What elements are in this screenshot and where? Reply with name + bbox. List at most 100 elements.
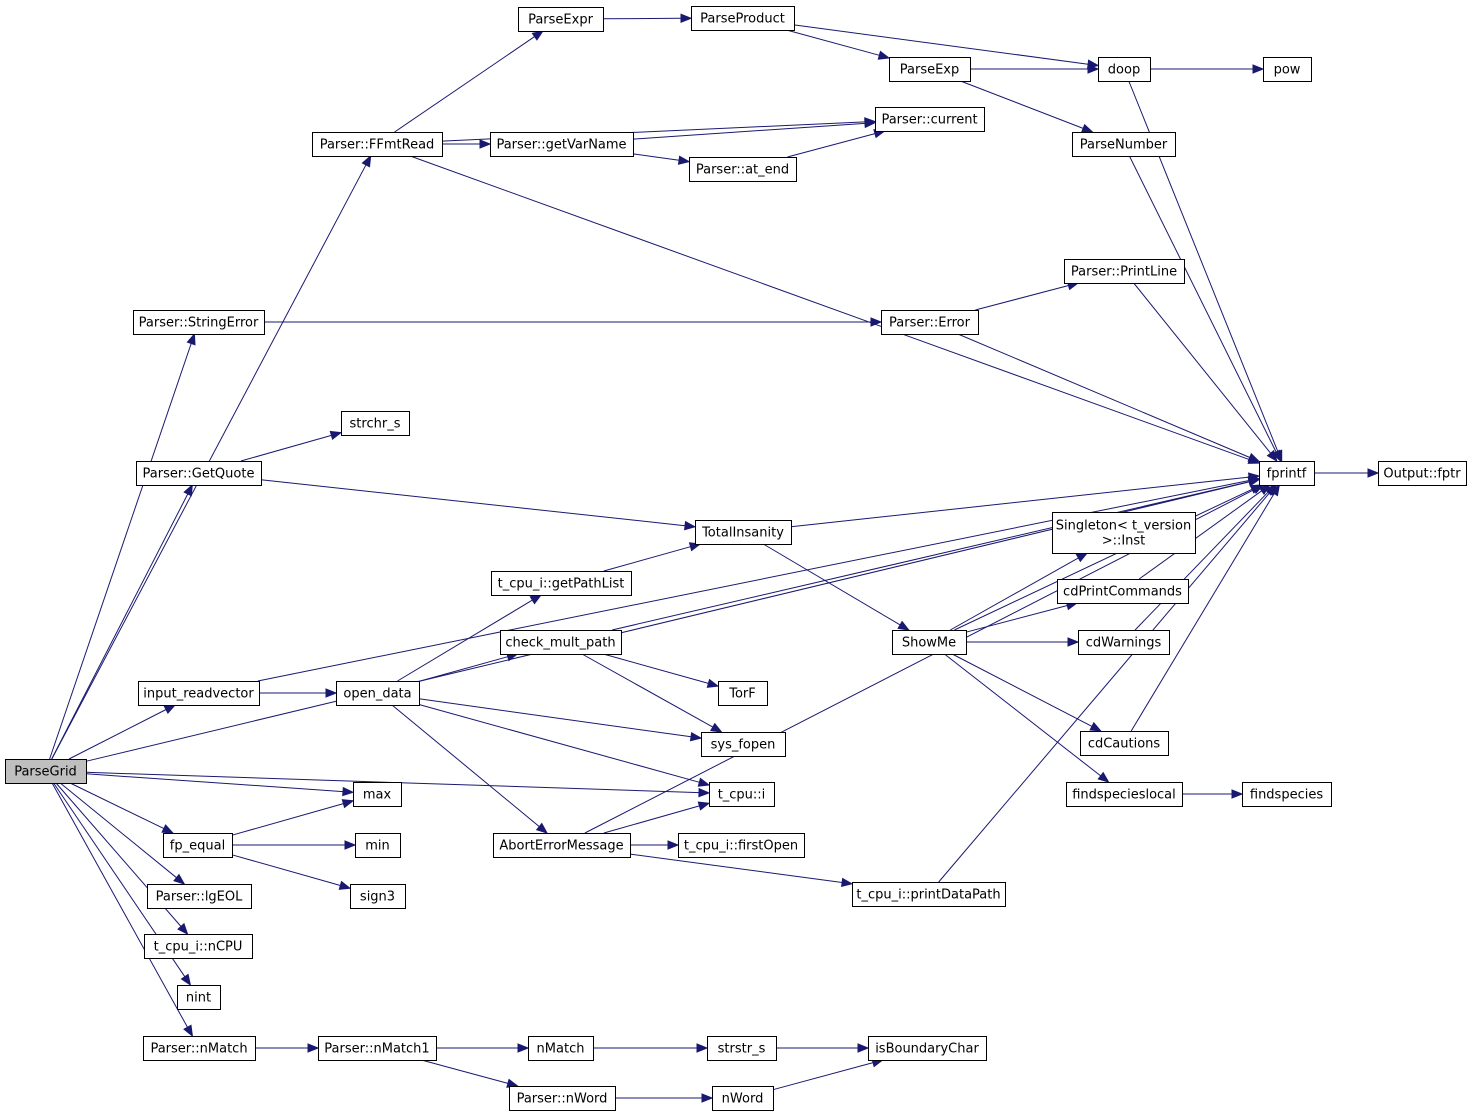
edge-getpathlist-to-totalinsanity — [603, 542, 702, 572]
node-nint[interactable]: nint — [177, 985, 221, 1010]
node-strstr-s[interactable]: strstr_s — [707, 1036, 777, 1061]
edge-parseexpr-to-parseproduct — [602, 13, 693, 24]
node-torf[interactable]: TorF — [718, 681, 768, 706]
node-firstopen[interactable]: t_cpu_i::firstOpen — [678, 833, 805, 858]
edge-error-to-fprintf — [957, 333, 1261, 462]
edge-parsegrid-to-lgeol — [59, 782, 186, 885]
node-input-readvector[interactable]: input_readvector — [138, 681, 260, 706]
node-box-nmatch — [528, 1036, 594, 1061]
node-box-fprintf — [1259, 461, 1315, 486]
node-label-min: min — [365, 839, 390, 854]
node-cdcautions[interactable]: cdCautions — [1080, 731, 1169, 756]
node-findspecieslocal[interactable]: findspecieslocal — [1066, 782, 1183, 807]
node-at-end[interactable]: Parser::at_end — [689, 157, 797, 182]
node-isboundarychar[interactable]: isBoundaryChar — [868, 1036, 987, 1061]
node-cdprintcommands[interactable]: cdPrintCommands — [1057, 579, 1189, 604]
node-getvarname[interactable]: Parser::getVarName — [490, 132, 634, 157]
node-strchr-s[interactable]: strchr_s — [341, 411, 410, 436]
node-box-ncpu — [144, 934, 253, 959]
node-label-parsenumber: ParseNumber — [1080, 138, 1168, 153]
node-printline[interactable]: Parser::PrintLine — [1064, 259, 1185, 284]
node-t-cpu-i[interactable]: t_cpu::i — [709, 782, 775, 807]
node-box-strstr-s — [707, 1036, 777, 1061]
node-ncpu[interactable]: t_cpu_i::nCPU — [144, 934, 253, 959]
node-box-min — [355, 833, 401, 858]
node-parseexpr[interactable]: ParseExpr — [518, 7, 604, 32]
node-cdwarnings[interactable]: cdWarnings — [1078, 630, 1170, 655]
node-parsegrid[interactable]: ParseGrid — [5, 759, 87, 784]
node-totalinsanity[interactable]: TotalInsanity — [695, 520, 792, 545]
node-printdatapath[interactable]: t_cpu_i::printDataPath — [852, 882, 1006, 907]
node-label-nmatch1: Parser::nMatch1 — [324, 1042, 429, 1057]
edge-input-readvector-to-open-data — [259, 688, 338, 698]
node-label-fprintf: fprintf — [1267, 467, 1307, 482]
node-check-mult-path[interactable]: check_mult_path — [500, 630, 622, 655]
node-box-nmatch1 — [318, 1036, 437, 1061]
node-box-cdcautions — [1080, 731, 1169, 756]
edge-totalinsanity-to-showme — [763, 543, 910, 631]
edge-open-data-to-sys-fopen — [418, 698, 703, 742]
node-fprintf[interactable]: fprintf — [1259, 461, 1315, 486]
node-doop[interactable]: doop — [1098, 57, 1151, 82]
node-label-nint: nint — [186, 991, 211, 1006]
node-label-printdatapath: t_cpu_i::printDataPath — [856, 888, 1000, 903]
node-label-t-cpu-i: t_cpu::i — [718, 788, 766, 803]
node-box-parseexpr — [518, 7, 604, 32]
node-label-output-fptr: Output::fptr — [1383, 467, 1461, 482]
node-label-firstopen: t_cpu_i::firstOpen — [684, 839, 798, 854]
node-output-fptr[interactable]: Output::fptr — [1378, 461, 1467, 486]
node-parseexp[interactable]: ParseExp — [889, 57, 971, 82]
node-error[interactable]: Parser::Error — [881, 310, 979, 335]
node-label-fp-equal: fp_equal — [170, 839, 225, 854]
node-lgeol[interactable]: Parser::lgEOL — [147, 884, 252, 909]
edge-parsegrid-to-nmatch-p — [51, 782, 194, 1038]
node-getquote[interactable]: Parser::GetQuote — [136, 461, 262, 486]
edge-parsegrid-to-stringerror — [49, 332, 196, 760]
node-sign3[interactable]: sign3 — [350, 884, 406, 909]
node-label-nmatch-p: Parser::nMatch — [150, 1042, 247, 1057]
node-pow[interactable]: pow — [1263, 57, 1312, 82]
node-findspecies[interactable]: findspecies — [1242, 782, 1332, 807]
node-singletoninst[interactable]: Singleton< t_version>::Inst — [1052, 512, 1196, 554]
edge-parsegrid-to-fp-equal — [69, 782, 175, 834]
edge-aborterrormessage-to-firstopen — [630, 840, 680, 850]
node-label-showme: ShowMe — [902, 636, 956, 651]
node-sys-fopen[interactable]: sys_fopen — [701, 732, 786, 757]
node-label-strstr-s: strstr_s — [718, 1042, 766, 1057]
node-stringerror[interactable]: Parser::StringError — [133, 310, 265, 335]
node-current[interactable]: Parser::current — [875, 107, 985, 132]
node-fp-equal[interactable]: fp_equal — [163, 833, 233, 858]
node-label-singletoninst-line2: >::Inst — [1102, 534, 1146, 549]
node-box-nint — [177, 985, 221, 1010]
node-aborterrormessage[interactable]: AbortErrorMessage — [493, 833, 631, 858]
node-box-parsenumber — [1072, 132, 1176, 157]
node-parsenumber[interactable]: ParseNumber — [1072, 132, 1176, 157]
node-box-sign3 — [350, 884, 406, 909]
node-box-cdwarnings — [1078, 630, 1170, 655]
node-ffmtread[interactable]: Parser::FFmtRead — [312, 132, 443, 157]
node-getpathlist[interactable]: t_cpu_i::getPathList — [491, 571, 632, 596]
node-nmatch-p[interactable]: Parser::nMatch — [143, 1036, 256, 1061]
node-nword[interactable]: nWord — [712, 1086, 774, 1111]
node-box-parseexp — [889, 57, 971, 82]
node-min[interactable]: min — [355, 833, 401, 858]
node-label-lgeol: Parser::lgEOL — [156, 890, 244, 905]
node-label-max: max — [363, 788, 392, 803]
edge-parseproduct-to-parseexp — [786, 29, 891, 60]
node-showme[interactable]: ShowMe — [892, 630, 967, 655]
node-nword-p[interactable]: Parser::nWord — [509, 1086, 616, 1111]
node-nmatch1[interactable]: Parser::nMatch1 — [318, 1036, 437, 1061]
node-box-strchr-s — [341, 411, 410, 436]
edge-check-mult-path-to-sys-fopen — [581, 653, 723, 733]
edge-parsegrid-to-max — [85, 773, 355, 797]
edge-showme-to-cdwarnings — [966, 637, 1080, 647]
node-nmatch[interactable]: nMatch — [528, 1036, 594, 1061]
edge-ffmtread-to-fprintf — [410, 155, 1261, 464]
edge-fp-equal-to-min — [232, 840, 357, 850]
node-label-nword-p: Parser::nWord — [517, 1092, 608, 1107]
edge-ffmtread-to-parseexpr — [394, 30, 545, 133]
node-box-sys-fopen — [701, 732, 786, 757]
node-max[interactable]: max — [353, 782, 402, 807]
node-parseproduct[interactable]: ParseProduct — [691, 6, 795, 31]
node-open-data[interactable]: open_data — [336, 681, 420, 706]
